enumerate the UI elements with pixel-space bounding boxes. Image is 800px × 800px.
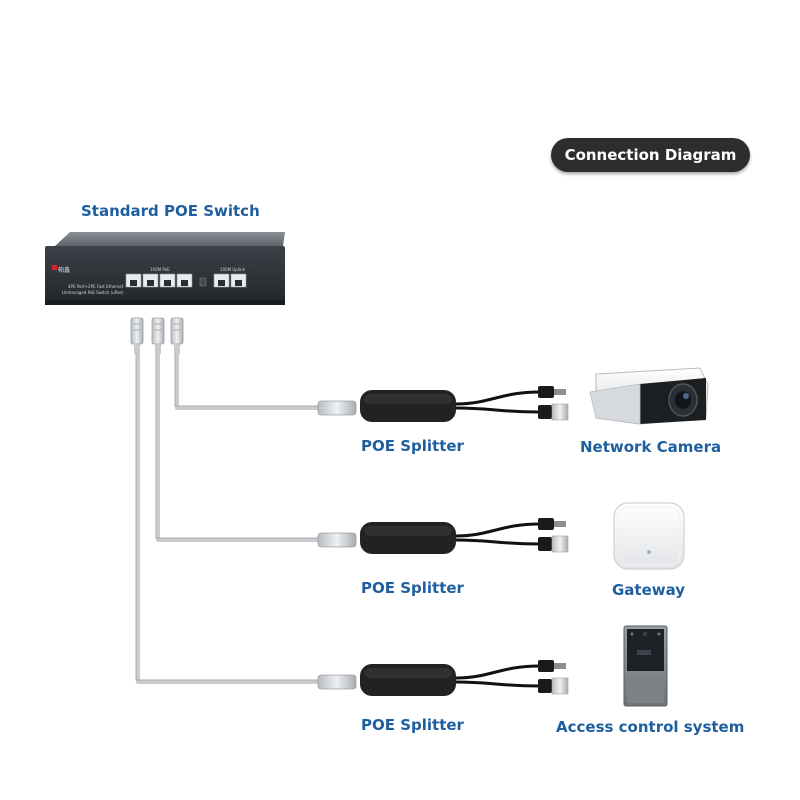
rj45-plug-icon	[130, 317, 184, 354]
switch-label: Standard POE Switch	[81, 202, 260, 220]
splitter-label-3: POE Splitter	[361, 716, 464, 734]
poe-splitter-icon	[317, 386, 569, 422]
device-label-camera: Network Camera	[580, 438, 722, 456]
ethernet-cables	[136, 352, 322, 684]
camera-icon	[589, 367, 709, 425]
device-label-gateway: Gateway	[612, 581, 686, 599]
door-panel-icon	[623, 625, 668, 707]
poe-switch-icon	[45, 232, 285, 305]
splitter-label-1: POE Splitter	[361, 437, 464, 455]
switch-poe-group-label: 100M PoE	[150, 267, 170, 272]
switch-model-line2: Unmanaged PoE Switch (uPoe)	[62, 290, 124, 295]
diagram-title-badge: Connection Diagram	[551, 138, 750, 172]
switch-model-line1: 4PE Port+2PE Fast Ethernet	[68, 284, 124, 289]
poe-splitter-icon	[317, 660, 569, 696]
splitter-label-2: POE Splitter	[361, 579, 464, 597]
switch-brand: 帕鑫	[58, 267, 71, 274]
poe-splitter-icon	[317, 518, 569, 554]
access-point-icon	[613, 502, 685, 570]
switch-uplink-group-label: 100M Uplink	[220, 267, 245, 272]
device-label-access-control: Access control system	[556, 718, 745, 736]
